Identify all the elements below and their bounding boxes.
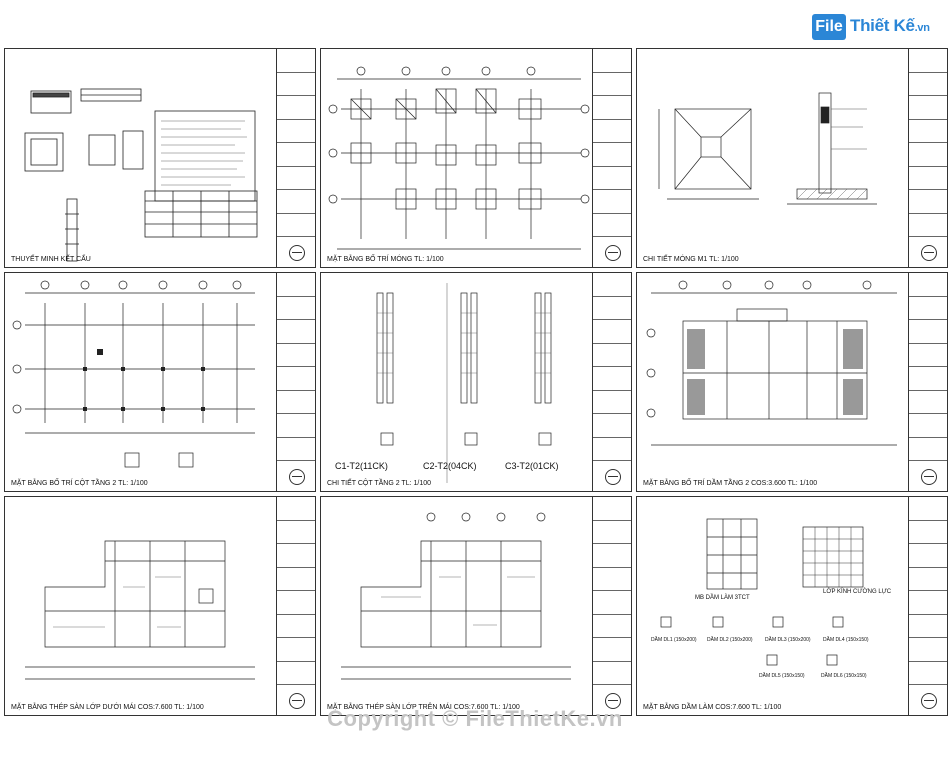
title-block [592, 497, 631, 715]
sheet-number-circle [289, 245, 305, 261]
beam-plan-drawing [646, 280, 897, 446]
sheet-structural-notes[interactable]: THUYẾT MINH KẾT CẤU [4, 48, 316, 268]
beam-label-dl1: DẦM DL1 (150x200) [651, 637, 697, 643]
sheet-title: MẶT BẰNG DẦM LÀM COS:7.600 TL: 1/100 [643, 704, 782, 711]
notes-drawing [24, 88, 258, 262]
copyright-watermark: Copyright © FileThietKe.vn [327, 706, 623, 731]
foundation-plan-drawing [328, 66, 590, 250]
sheet-number-circle [921, 245, 937, 261]
sheet-title: MẶT BẰNG BỐ TRÍ CỘT TẦNG 2 TL: 1/100 [11, 480, 148, 487]
title-block [276, 497, 315, 715]
column-label-c3: C3-T2(01CK) [505, 461, 559, 471]
title-block [592, 49, 631, 267]
sheet-number-circle [921, 469, 937, 485]
title-block [908, 273, 947, 491]
sheet-number-circle [921, 693, 937, 709]
sheet-number-circle [605, 693, 621, 709]
filethietke-logo[interactable]: File Thiết Kế.vn [812, 14, 930, 42]
beam-label-dl3: DẦM DL3 (150x200) [765, 637, 811, 643]
sheet-number-circle [289, 469, 305, 485]
title-block [908, 49, 947, 267]
logo-ext: .vn [914, 22, 930, 34]
title-block [592, 273, 631, 491]
sheet-title: MẶT BẰNG BỐ TRÍ DẦM TẦNG 2 COS:3.600 TL:… [643, 480, 818, 487]
glass-layer-label: LỚP KÍNH CƯỜNG LỰC [823, 589, 892, 595]
beam-label-dl4: DẦM DL4 (150x150) [823, 637, 869, 643]
sheet-column-plan[interactable]: MẶT BẰNG BỐ TRÍ CỘT TẦNG 2 TL: 1/100 [4, 272, 316, 492]
upper-slab-drawing [341, 512, 571, 680]
column-detail-drawing [376, 283, 552, 483]
sheet-title: MẶT BẰNG THÉP SÀN LỚP DƯỚI MÁI COS:7.600… [11, 704, 204, 711]
title-block [276, 49, 315, 267]
section-label: MB DẦM LÀM 3TCT [695, 595, 750, 601]
logo-name: Thiết Kế.vn [850, 16, 930, 35]
beam-label-dl5: DẦM DL5 (150x150) [759, 673, 805, 679]
sheet-beam-plan[interactable]: MẶT BẰNG BỐ TRÍ DẦM TẦNG 2 COS:3.600 TL:… [636, 272, 948, 492]
sheet-column-detail[interactable]: C1-T2(11CK) C2-T2(04CK) C3-T2(01CK) CHI … [320, 272, 632, 492]
sheet-footing-detail[interactable]: CHI TIẾT MÓNG M1 TL: 1/100 [636, 48, 948, 268]
sheet-foundation-plan[interactable]: MẶT BẰNG BỐ TRÍ MÓNG TL: 1/100 [320, 48, 632, 268]
title-block [276, 273, 315, 491]
beam-label-dl6: DẦM DL6 (150x150) [821, 673, 867, 679]
sheet-title: MẶT BẰNG BỐ TRÍ MÓNG TL: 1/100 [327, 256, 444, 263]
canopy-beam-drawing [660, 518, 864, 666]
title-block [908, 497, 947, 715]
sheet-number-circle [605, 469, 621, 485]
sheet-canopy-beam-plan[interactable]: MB DẦM LÀM 3TCT LỚP KÍNH CƯỜNG LỰC DẦM D… [636, 496, 948, 716]
sheet-title: CHI TIẾT CỘT TẦNG 2 TL: 1/100 [327, 480, 432, 487]
column-label-c1: C1-T2(11CK) [335, 461, 388, 471]
column-plan-drawing [12, 280, 255, 468]
column-label-c2: C2-T2(04CK) [423, 461, 477, 471]
lower-slab-drawing [25, 540, 255, 680]
sheet-lower-slab-plan[interactable]: MẶT BẰNG THÉP SÀN LỚP DƯỚI MÁI COS:7.600… [4, 496, 316, 716]
sheet-title: MẶT BẰNG THÉP SÀN LỚP TRÊN MÁI COS:7.600… [327, 704, 520, 711]
sheet-title: CHI TIẾT MÓNG M1 TL: 1/100 [643, 256, 739, 263]
logo-mark: File [812, 14, 846, 40]
footing-detail-drawing [658, 92, 877, 205]
sheet-number-circle [605, 245, 621, 261]
sheet-upper-slab-plan[interactable]: MẶT BẰNG THÉP SÀN LỚP TRÊN MÁI COS:7.600… [320, 496, 632, 716]
sheet-number-circle [289, 693, 305, 709]
sheet-title: THUYẾT MINH KẾT CẤU [11, 256, 91, 263]
beam-label-dl2: DẦM DL2 (150x200) [707, 637, 753, 643]
